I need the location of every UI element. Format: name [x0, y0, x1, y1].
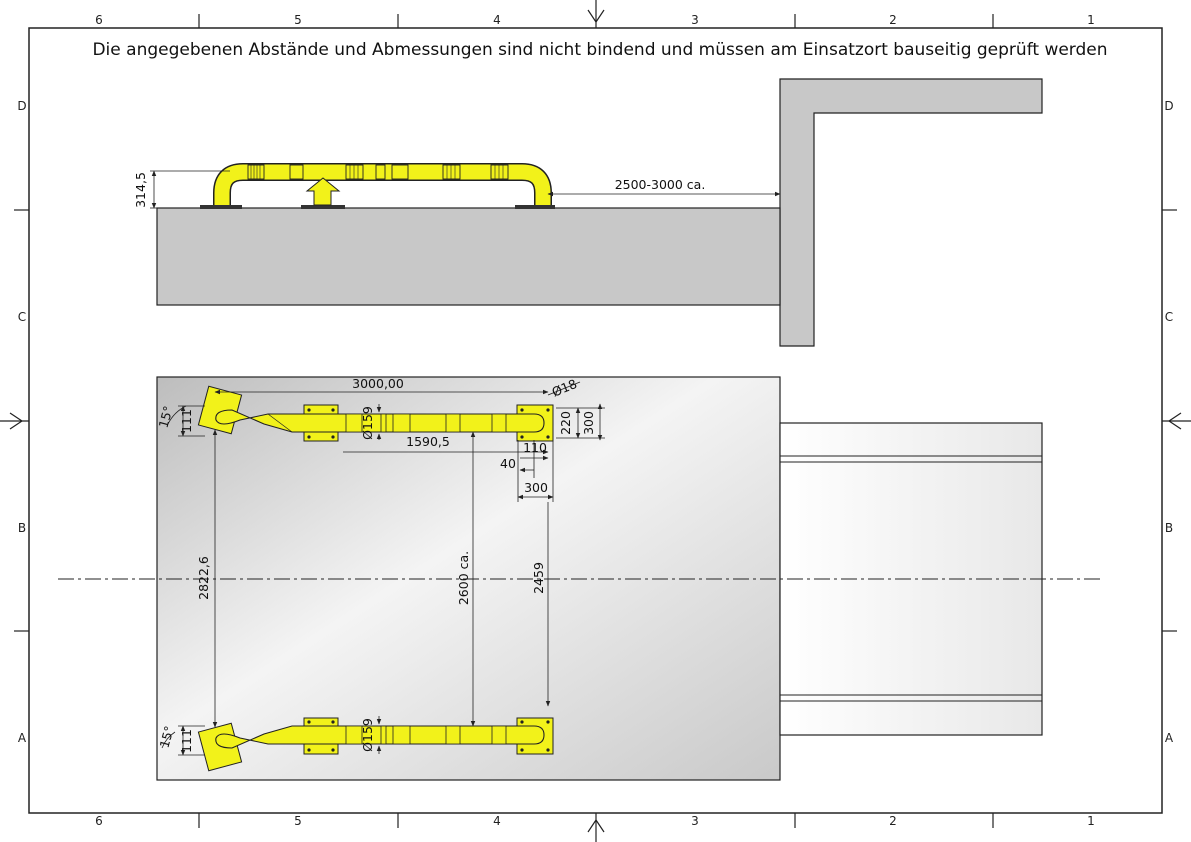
dim-tube-diameter-bottom: Ø159 — [360, 718, 375, 752]
row-label-right-c: C — [1165, 310, 1173, 324]
col-label-bottom-4: 4 — [493, 814, 501, 828]
dim-length: 3000,00 — [352, 376, 404, 391]
barrier-top — [197, 385, 554, 442]
dim-111-bottom: 111 — [179, 729, 194, 753]
floor-plan — [156, 376, 781, 781]
col-label-top-6: 6 — [95, 13, 103, 27]
col-label-top-3: 3 — [691, 13, 699, 27]
row-label-right-b: B — [1165, 521, 1173, 535]
col-label-bottom-6: 6 — [95, 814, 103, 828]
dim-111-top: 111 — [179, 409, 194, 433]
base-plate — [301, 205, 345, 209]
col-label-bottom-1: 1 — [1087, 814, 1095, 828]
dim-2459: 2459 — [531, 562, 546, 594]
row-label-right-a: A — [1165, 731, 1174, 745]
disclaimer-note: Die angegebenen Abstände und Abmessungen… — [92, 40, 1108, 60]
column-ticks — [14, 14, 1177, 828]
dim-distance: 2500-3000 ca. — [615, 177, 706, 192]
row-label-left-c: C — [18, 310, 26, 324]
barrier-middle-post — [305, 177, 341, 206]
col-label-top-1: 1 — [1087, 13, 1095, 27]
dim-2822: 2822,6 — [196, 556, 211, 600]
col-label-top-5: 5 — [294, 13, 302, 27]
floor-slab — [156, 207, 781, 306]
col-label-bottom-3: 3 — [691, 814, 699, 828]
dim-2600: 2600 ca. — [456, 551, 471, 605]
col-label-top-2: 2 — [889, 13, 897, 27]
wall-profile — [779, 78, 1043, 347]
row-label-left-b: B — [18, 521, 26, 535]
base-plate — [515, 205, 555, 209]
row-label-left-a: A — [18, 731, 27, 745]
col-label-bottom-2: 2 — [889, 814, 897, 828]
side-view: 314,5 2500-3000 ca. — [133, 78, 1043, 347]
barrier-bottom — [197, 717, 554, 772]
dim-40: 40 — [500, 456, 516, 471]
base-plate — [200, 205, 242, 209]
band-hatching — [250, 165, 504, 179]
dim-height: 314,5 — [133, 172, 148, 208]
dim-220: 220 — [558, 411, 573, 435]
dim-1590: 1590,5 — [406, 434, 450, 449]
row-label-left-d: D — [17, 99, 26, 113]
dim-300-horizontal: 300 — [524, 480, 548, 495]
col-label-top-4: 4 — [493, 13, 501, 27]
dim-tube-diameter-top: Ø159 — [360, 406, 375, 440]
dim-110: 110 — [523, 440, 547, 455]
top-view: 3000,00 Ø18 Ø159 1590,5 220 300 110 40 3… — [58, 376, 1102, 781]
dim-300-vertical: 300 — [581, 411, 596, 435]
dimension-lines — [161, 381, 605, 756]
col-label-bottom-5: 5 — [294, 814, 302, 828]
dim-angle-top: 15° — [156, 404, 176, 429]
row-label-right-d: D — [1164, 99, 1173, 113]
dim-angle-bottom: 15° — [157, 724, 177, 749]
